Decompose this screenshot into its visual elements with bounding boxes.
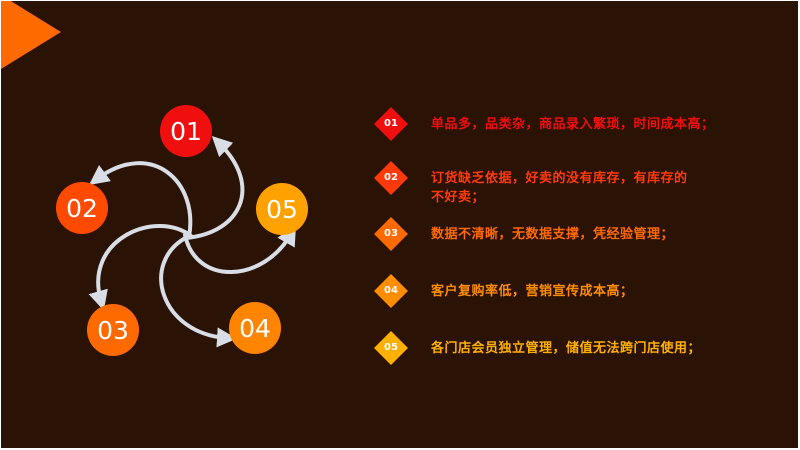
diamond-number: 03 bbox=[384, 228, 398, 239]
diamond-number: 04 bbox=[384, 285, 398, 296]
circle-04: 04 bbox=[229, 302, 281, 354]
circle-02-label: 02 bbox=[66, 194, 98, 223]
item-text: 订货缺乏依据，好卖的没有库存，有库存的 不好卖； bbox=[431, 169, 781, 207]
cycle-diagram: 01 02 03 04 05 bbox=[56, 105, 308, 356]
circle-02: 02 bbox=[56, 182, 108, 234]
circle-05: 05 bbox=[256, 183, 308, 235]
arrow-to-05 bbox=[183, 225, 296, 274]
diamond-badge: 03 bbox=[373, 216, 409, 252]
circle-03: 03 bbox=[87, 304, 139, 356]
arrow-to-04 bbox=[159, 235, 237, 348]
circle-01: 01 bbox=[160, 105, 212, 157]
item-text-line1: 订货缺乏依据，好卖的没有库存，有库存的 bbox=[431, 171, 688, 186]
item-text-line2: 不好卖； bbox=[431, 190, 486, 205]
item-text: 客户复购率低，营销宣传成本高； bbox=[431, 284, 634, 299]
diamond-badge: 05 bbox=[373, 330, 409, 366]
diamond-badge: 04 bbox=[373, 273, 409, 309]
arrow-to-03 bbox=[88, 224, 193, 311]
diamond-number: 01 bbox=[384, 118, 398, 129]
diamond-badge: 01 bbox=[373, 106, 409, 142]
diamond-number: 02 bbox=[384, 172, 398, 183]
circle-01-label: 01 bbox=[170, 117, 202, 146]
corner-triangle bbox=[1, 1, 61, 69]
circle-03-label: 03 bbox=[97, 316, 129, 345]
item-text: 各门店会员独立管理，储值无法跨门店使用； bbox=[431, 341, 702, 356]
item-text: 单品多，品类杂，商品录入繁琐，时间成本高； bbox=[431, 117, 715, 132]
circle-04-label: 04 bbox=[239, 314, 271, 343]
diamond-badge: 02 bbox=[373, 160, 409, 196]
arrow-to-02 bbox=[88, 161, 193, 239]
arrow-to-01 bbox=[184, 136, 245, 240]
circle-05-label: 05 bbox=[266, 195, 298, 224]
diamond-number: 05 bbox=[384, 342, 398, 353]
item-text: 数据不清晰，无数据支撑，凭经验管理； bbox=[431, 227, 675, 242]
